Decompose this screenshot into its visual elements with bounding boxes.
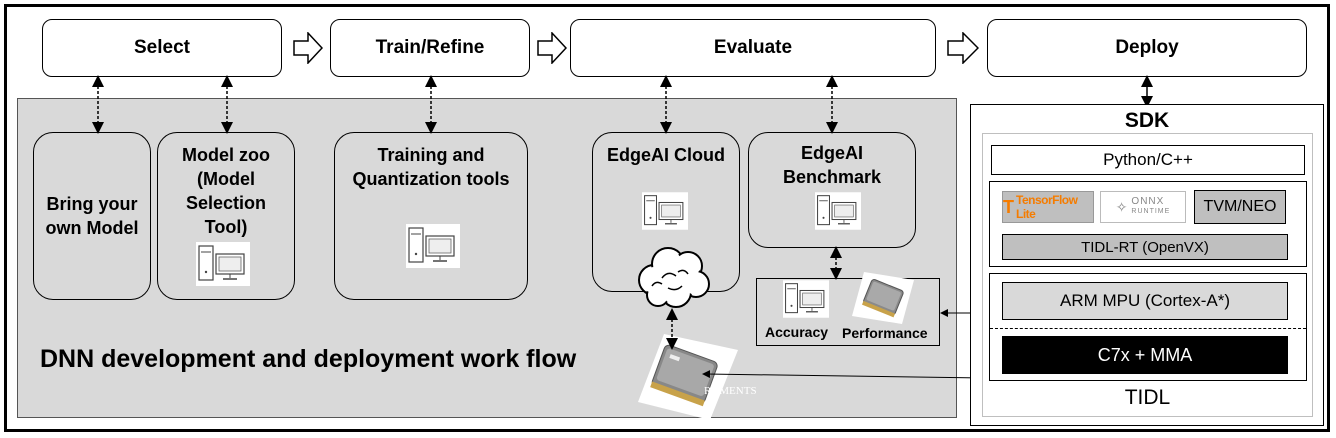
- computer-icon: [196, 242, 250, 286]
- computer-icon: [783, 280, 829, 318]
- model-zoo-label: Model zoo (Model Selection Tool): [182, 145, 270, 237]
- training-tools-label: Training and Quantization tools: [352, 145, 510, 189]
- workflow-title: DNN development and deployment work flow: [40, 345, 577, 373]
- onnx-label: ONNX: [1131, 196, 1165, 207]
- sdk-inner: Python/C++ T TensorFlow Lite ✧ ONNX RUNT…: [982, 133, 1313, 417]
- arm-mpu-box: ARM MPU (Cortex-A*): [1002, 282, 1288, 320]
- runtime-box: T TensorFlow Lite ✧ ONNX RUNTIME TVM/NEO…: [989, 181, 1307, 267]
- computer-icon: [406, 224, 460, 268]
- card-training-tools: Training and Quantization tools: [334, 132, 528, 300]
- sdk-box: SDK Python/C++ T TensorFlow Lite ✧ ONNX …: [970, 104, 1324, 426]
- tflite-logo: T TensorFlow Lite: [1002, 191, 1094, 223]
- computer-icon: [815, 192, 861, 230]
- flow-arrow-icon: [947, 32, 979, 64]
- stage-train-refine: Train/Refine: [330, 19, 530, 77]
- card-bring-your-own-model: Bring your own Model: [33, 132, 151, 300]
- stage-evaluate: Evaluate: [570, 19, 936, 77]
- stage-select: Select: [42, 19, 282, 77]
- chip-watermark: RUMENTS: [704, 385, 757, 397]
- chip-icon: [852, 272, 914, 324]
- tidl-rt-box: TIDL-RT (OpenVX): [1002, 234, 1288, 260]
- onnx-logo: ✧ ONNX RUNTIME: [1100, 191, 1186, 223]
- separator-line: [990, 328, 1306, 329]
- tflite-label: TensorFlow Lite: [1016, 193, 1078, 221]
- onnx-runtime-label: RUNTIME: [1131, 208, 1171, 215]
- edgeai-cloud-label: EdgeAI Cloud: [607, 145, 725, 165]
- tvm-neo-box: TVM/NEO: [1194, 190, 1286, 224]
- card-edgeai-benchmark: EdgeAI Benchmark: [748, 132, 916, 248]
- cloud-icon: [638, 247, 710, 308]
- c7x-mma-box: C7x + MMA: [1002, 336, 1288, 374]
- edgeai-benchmark-label: EdgeAI Benchmark: [783, 143, 882, 187]
- sdk-title: SDK: [1124, 109, 1170, 132]
- tidl-label: TIDL: [1124, 386, 1171, 409]
- flow-arrow-icon: [537, 32, 567, 64]
- tidl-hardware-box: ARM MPU (Cortex-A*) C7x + MMA: [989, 273, 1307, 381]
- flow-arrow-icon: [293, 32, 323, 64]
- accuracy-label: Accuracy: [765, 324, 829, 340]
- tflite-icon: T: [1003, 196, 1014, 217]
- python-cpp-box: Python/C++: [991, 145, 1305, 175]
- computer-icon: [642, 192, 688, 230]
- chip-icon: [638, 334, 738, 420]
- performance-label: Performance: [842, 325, 928, 341]
- bring-your-own-label: Bring your own Model: [45, 194, 139, 238]
- onnx-icon: ✧: [1115, 198, 1128, 215]
